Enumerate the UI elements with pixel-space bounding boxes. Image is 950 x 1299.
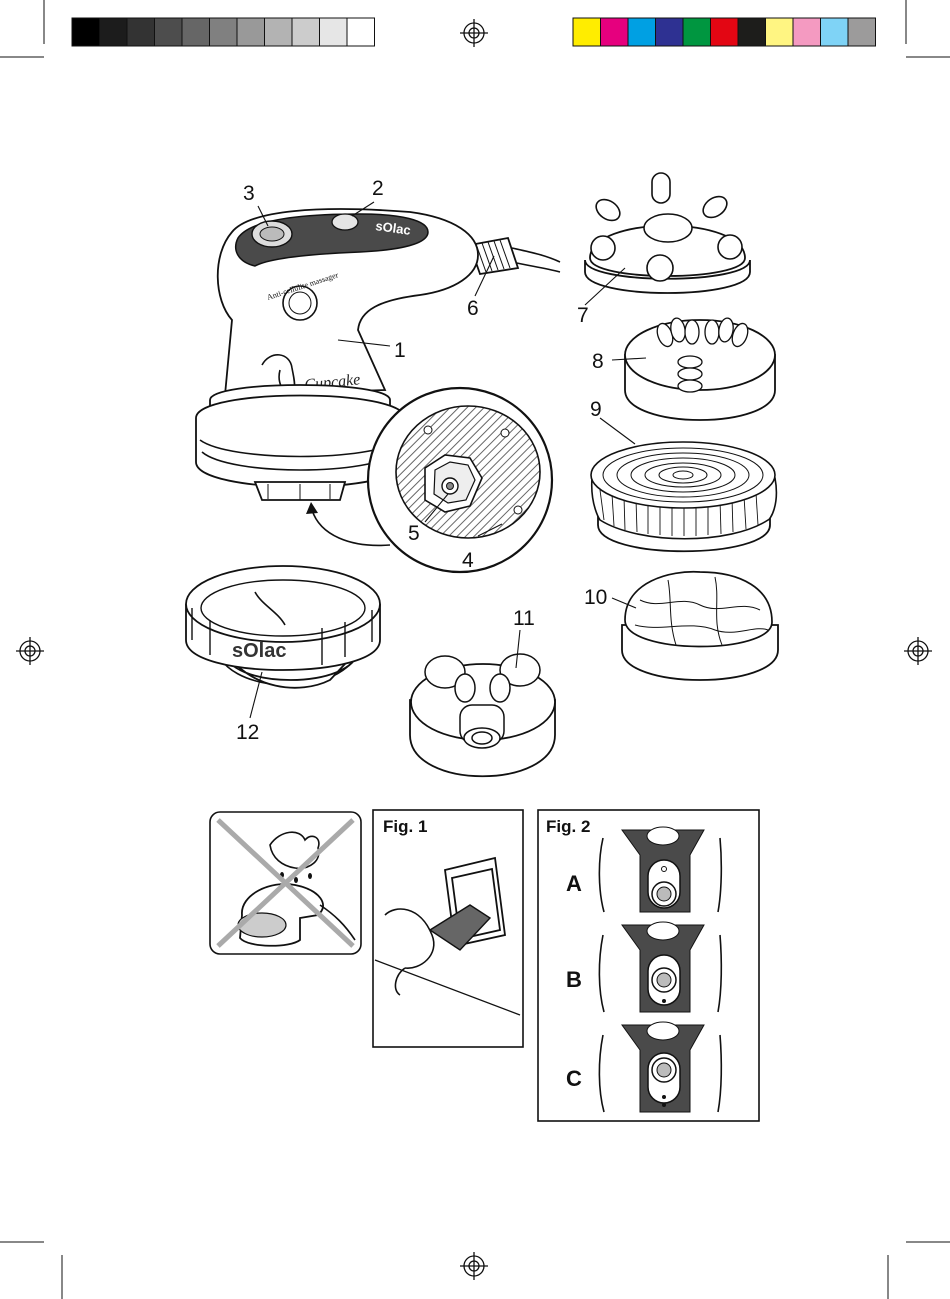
callout-11: 11: [513, 607, 535, 630]
color-swatch: [738, 18, 766, 46]
callout-6: 6: [467, 297, 479, 320]
color-swatch: [766, 18, 794, 46]
color-swatch: [848, 18, 876, 46]
gray-swatch: [347, 18, 375, 46]
callout-9: 9: [590, 398, 602, 421]
attachment-10-quilted-head: [622, 572, 778, 680]
callout-7: 7: [577, 304, 589, 327]
callout-4: 4: [462, 549, 474, 572]
registration-mark-right: [904, 637, 932, 665]
callout-8: 8: [592, 350, 604, 373]
color-swatch: [628, 18, 656, 46]
attachment-7-knobbed-head: [585, 173, 750, 293]
gray-swatch: [320, 18, 348, 46]
fig1-title: Fig. 1: [383, 817, 427, 836]
attachment-12-cover-ring: sOlac: [186, 566, 380, 688]
fig2-label-c: C: [566, 1066, 582, 1091]
cmyk-color-bar: [573, 18, 876, 46]
no-water-warning-panel: [210, 812, 361, 954]
gray-swatch: [182, 18, 210, 46]
color-swatch: [656, 18, 684, 46]
fig2-label-a: A: [566, 871, 582, 896]
color-swatch: [573, 18, 601, 46]
color-swatch: [793, 18, 821, 46]
grayscale-color-bar: [72, 18, 375, 46]
gray-swatch: [292, 18, 320, 46]
power-switch-illustration: [332, 214, 358, 230]
color-swatch: [601, 18, 629, 46]
color-swatch: [821, 18, 849, 46]
gray-swatch: [72, 18, 100, 46]
attachment-8-ribbed-head: [625, 317, 775, 420]
ring-brand-text: sOlac: [232, 640, 286, 662]
callout-10: 10: [584, 586, 607, 609]
gray-swatch: [100, 18, 128, 46]
fig2-label-b: B: [566, 967, 582, 992]
attachment-9-brush-head: [591, 442, 776, 551]
registration-mark-bottom: [460, 1252, 488, 1280]
registration-mark-top: [460, 19, 488, 47]
callout-1: 1: [394, 339, 406, 362]
fig2-panel: Fig. 2 A B: [538, 810, 759, 1121]
attachment-11-roller-head: [410, 654, 555, 776]
callout-2: 2: [372, 177, 384, 200]
registration-mark-left: [16, 637, 44, 665]
drive-shaft-detail-inset: [368, 388, 552, 572]
color-swatch: [711, 18, 739, 46]
gray-swatch: [127, 18, 155, 46]
gray-swatch: [155, 18, 183, 46]
callout-5: 5: [408, 522, 420, 545]
callout-12: 12: [236, 721, 259, 744]
gray-swatch: [265, 18, 293, 46]
fig1-panel: Fig. 1: [373, 810, 523, 1047]
fig2-title: Fig. 2: [546, 817, 590, 836]
gray-swatch: [237, 18, 265, 46]
gray-swatch: [210, 18, 238, 46]
color-swatch: [683, 18, 711, 46]
callout-3: 3: [243, 182, 255, 205]
